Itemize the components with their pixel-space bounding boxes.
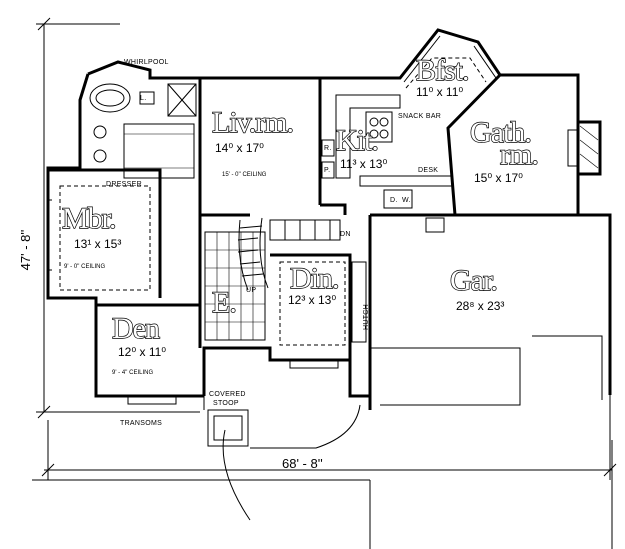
label-up: UP [246,287,256,294]
room-size-din: 12³ x 13⁰ [288,293,336,307]
room-size-gar: 28⁸ x 23³ [456,299,504,313]
label-dresser: DRESSER [106,181,142,188]
label-hutch: HUTCH [363,304,370,330]
ceiling-den: 9' - 4'' CEILING [112,370,153,376]
room-name-kit: Kit. [336,124,378,157]
room-name-bfst: Bfst. [416,54,469,87]
room-size-living: 14⁰ x 17⁰ [215,141,264,155]
label-d: D. [390,197,398,204]
room-size-mbr: 13¹ x 15³ [74,237,121,251]
garage-doors [370,335,603,406]
label-l: L. [140,95,146,102]
label-whirlpool: WHIRLPOOL [124,59,169,66]
room-name-din: Din. [290,262,339,295]
width-dimension-line [41,395,617,480]
staircase [237,217,341,291]
room-name-den: Den [112,312,160,345]
entry-tile-floor [204,231,266,341]
master-bath-fixtures [89,83,197,179]
label-desk: DESK [418,167,438,174]
room-name-gar: Gar. [450,264,497,297]
room-name-mbr: Mbr. [62,202,116,235]
label-covered: COVERED [209,391,246,398]
room-name-gath: Gath. [470,116,531,149]
room-name-living: Liv.rm. [212,106,293,139]
covered-stoop [203,396,249,447]
window-details [48,35,497,405]
depth-dimension-line [36,17,200,419]
label-w: W. [402,197,411,204]
label-transoms: TRANSOMS [120,420,162,427]
label-snack-bar: SNACK BAR [398,113,441,120]
room-size-kit: 11³ x 13⁰ [340,157,387,171]
room-name-gath-2: rm. [500,138,538,171]
room-size-bfst: 11⁰ x 11⁰ [416,85,463,99]
ceiling-living: 15' - 0'' CEILING [222,172,267,178]
room-name-entry: E. [212,286,236,319]
room-size-gath: 15⁰ x 17⁰ [474,171,523,185]
label-dn: DN [340,231,351,238]
exterior-walls [46,28,612,410]
room-size-den: 12⁰ x 11⁰ [118,345,166,359]
width-dimension: 68' - 8'' [282,456,323,471]
kitchen-fixtures [321,94,453,233]
site-lines [32,404,613,549]
fireplace [567,120,602,176]
label-stoop: STOOP [213,400,239,407]
ceiling-mbr: 9' - 0'' CEILING [64,264,105,270]
hutch [351,261,367,343]
ceiling-outlines [59,57,487,346]
depth-dimension: 47' - 8'' [18,230,33,271]
label-r: R. [324,145,332,152]
label-p: P. [324,167,330,174]
